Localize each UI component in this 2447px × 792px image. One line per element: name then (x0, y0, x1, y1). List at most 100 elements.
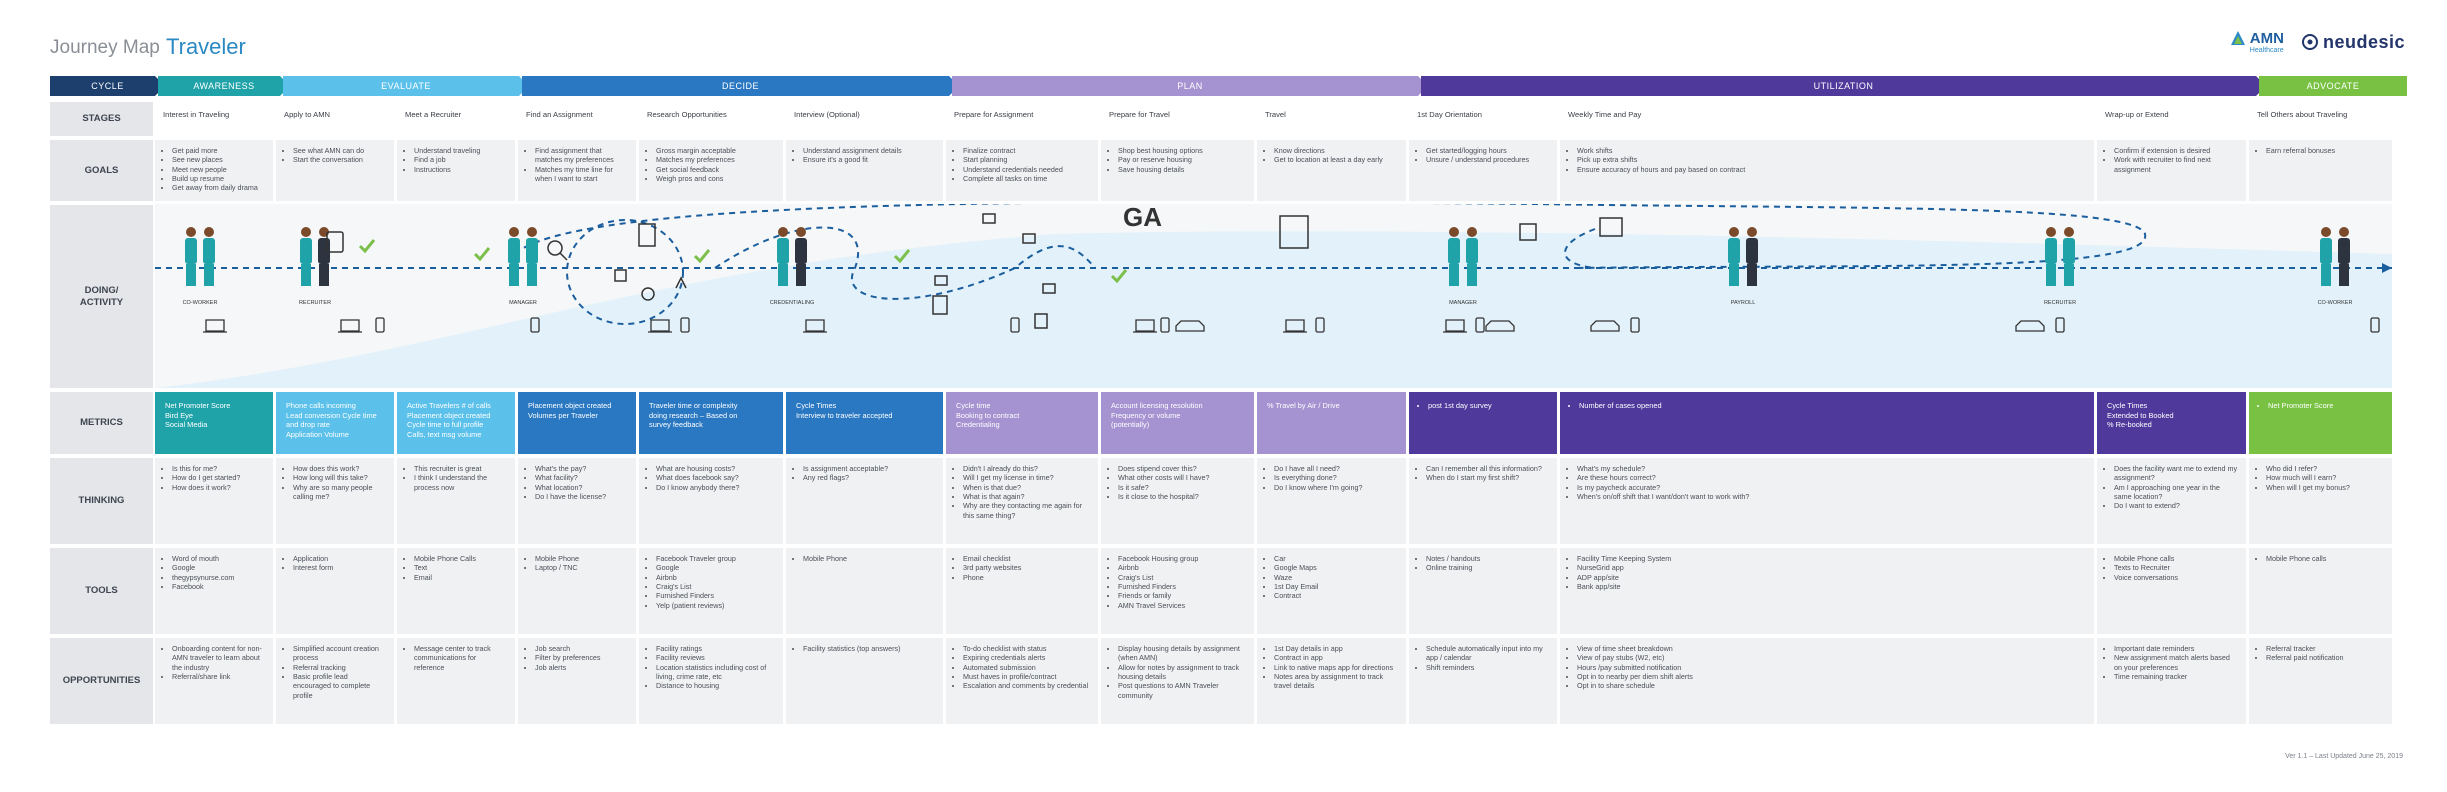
goals-item: Unsure / understand procedures (1426, 155, 1549, 164)
tools-item: thegypsynurse.com (172, 573, 265, 582)
thinking-list: Does the facility want me to extend my a… (2105, 464, 2238, 511)
goals-item: See what AMN can do (293, 146, 386, 155)
stage-evaluate: EVALUATE (283, 76, 529, 96)
opportunities-list: View of time sheet breakdownView of pay … (1568, 644, 2086, 691)
thinking-item: Do I have all I need? (1274, 464, 1398, 473)
goals-item: Gross margin acceptable (656, 146, 775, 155)
phone-icon (680, 317, 690, 333)
stage-cell: Prepare for Assignment (946, 102, 1098, 136)
goals-cell: Work shiftsPick up extra shiftsEnsure ac… (1560, 140, 2094, 201)
thinking-list: What are housing costs?What does faceboo… (647, 464, 775, 492)
people-pair: RECRUITER (2044, 227, 2076, 306)
thinking-item: Why are so many people calling me? (293, 483, 386, 502)
check-icon (693, 249, 711, 264)
tools-list: Mobile Phone callsTexts to RecruiterVoic… (2105, 554, 2238, 582)
row-label-tools: TOOLS (50, 548, 153, 634)
page-title: Traveler (166, 34, 246, 59)
stage-awareness-label: AWARENESS (193, 81, 255, 91)
thinking-item: How does this work? (293, 464, 386, 473)
opportunities-item: Message center to track communications f… (414, 644, 507, 672)
opportunities-item: Post questions to AMN Traveler community (1118, 681, 1246, 700)
tools-cell: Email checklist3rd party websitesPhone (946, 548, 1098, 634)
tools-item: Facebook Traveler group (656, 554, 775, 563)
tools-item: Voice conversations (2114, 573, 2238, 582)
tools-item: Airbnb (1118, 563, 1246, 572)
thinking-cell: Does the facility want me to extend my a… (2097, 458, 2246, 544)
goals-item: Instructions (414, 165, 507, 174)
tools-cell: ApplicationInterest form (276, 548, 394, 634)
opportunities-item: Link to native maps app for directions (1274, 663, 1398, 672)
tools-item: Bank app/site (1577, 582, 2086, 591)
phone-icon (1315, 317, 1325, 333)
goals-item: Ensure it's a good fit (803, 155, 935, 164)
opportunities-item: Must haves in profile/contract (963, 672, 1090, 681)
google-icon (641, 287, 655, 301)
doing-role-label: MANAGER (509, 300, 537, 306)
thinking-list: Who did I refer?How much will I earn?Whe… (2257, 464, 2384, 492)
opportunities-item: Important date reminders (2114, 644, 2238, 653)
goals-item: Meet new people (172, 165, 265, 174)
neudesic-logo-icon (2301, 34, 2318, 50)
opportunities-item: Time remaining tracker (2114, 672, 2238, 681)
opportunities-list: Display housing details by assignment (w… (1109, 644, 1246, 700)
thinking-item: Does the facility want me to extend my a… (2114, 464, 2238, 483)
goals-list: Work shiftsPick up extra shiftsEnsure ac… (1568, 146, 2086, 174)
row-label-metrics: METRICS (50, 392, 153, 454)
opportunities-item: Distance to housing (656, 681, 775, 690)
metrics-item: Cycle time to full profile (407, 420, 484, 430)
person-icon (1466, 227, 1478, 286)
tools-item: Mobile Phone (535, 554, 628, 563)
goals-item: Work with recruiter to find next assignm… (2114, 155, 2238, 174)
phone-icon (1010, 317, 1020, 333)
tools-cell: CarGoogle MapsWaze1st Day EmailContract (1257, 548, 1406, 634)
metrics-cell: Number of cases opened (1560, 392, 2094, 454)
tools-item: Facebook Housing group (1118, 554, 1246, 563)
thinking-item: Will I get my license in time? (963, 473, 1090, 482)
tools-item: 3rd party websites (963, 563, 1090, 572)
goals-list: Earn referral bonuses (2257, 146, 2384, 155)
tools-list: ApplicationInterest form (284, 554, 386, 573)
thinking-cell: Is assignment acceptable?Any red flags? (786, 458, 943, 544)
page-subtitle: Journey Map (50, 37, 160, 58)
stage-cell: Interest in Traveling (155, 102, 273, 136)
tools-item: Google Maps (1274, 563, 1398, 572)
stage-bar: CYCLE AWARENESS EVALUATE DECIDE PLAN UTI… (50, 76, 2407, 96)
thinking-item: What other costs will I have? (1118, 473, 1246, 482)
stage-plan-label: PLAN (1177, 81, 1203, 91)
tools-cell: Mobile Phone callsTexts to RecruiterVoic… (2097, 548, 2246, 634)
goals-list: Understand travelingFind a jobInstructio… (405, 146, 507, 174)
amn-logo-subtext: Healthcare (2249, 47, 2284, 54)
opportunities-item: Job search (535, 644, 628, 653)
stage-cell: Tell Others about Traveling (2249, 102, 2392, 136)
metrics-item: Calls, text msg volume (407, 429, 482, 439)
research-loop-circle (566, 219, 684, 325)
thinking-item: Do I want to extend? (2114, 501, 2238, 510)
stage-advocate-label: ADVOCATE (2306, 81, 2360, 91)
tools-item: Furnished Finders (1118, 582, 1246, 591)
phone-icon (1160, 317, 1170, 333)
metrics-item: Social Media (165, 420, 208, 430)
thinking-cell: How does this work?How long will this ta… (276, 458, 394, 544)
metrics-item: Lead conversion Cycle time (286, 410, 377, 420)
metrics-list: Net Promoter Score (2259, 401, 2382, 411)
opportunities-item: Facility reviews (656, 653, 775, 662)
opportunities-item: Opt in to share schedule (1577, 681, 2086, 690)
opportunities-list: Simplified account creation processRefer… (284, 644, 386, 700)
opportunities-list: Referral trackerReferral paid notificati… (2257, 644, 2384, 663)
goals-item: Pay or reserve housing (1118, 155, 1246, 164)
thinking-item: Do I know anybody there? (656, 483, 775, 492)
goals-cell: See what AMN can doStart the conversatio… (276, 140, 394, 201)
airbnb-icon (675, 276, 687, 289)
misc-icons (326, 213, 1623, 329)
stage-cell: Apply to AMN (276, 102, 394, 136)
opportunities-item: Allow for notes by assignment to track h… (1118, 663, 1246, 682)
opportunities-list: Onboarding content for non-AMN traveler … (163, 644, 265, 681)
calendar-icon (1519, 223, 1537, 241)
goals-list: Shop best housing optionsPay or reserve … (1109, 146, 1246, 174)
opportunities-item: Referral paid notification (2266, 653, 2384, 662)
goals-list: See what AMN can doStart the conversatio… (284, 146, 386, 165)
metrics-item: Frequency or volume (1111, 410, 1181, 420)
